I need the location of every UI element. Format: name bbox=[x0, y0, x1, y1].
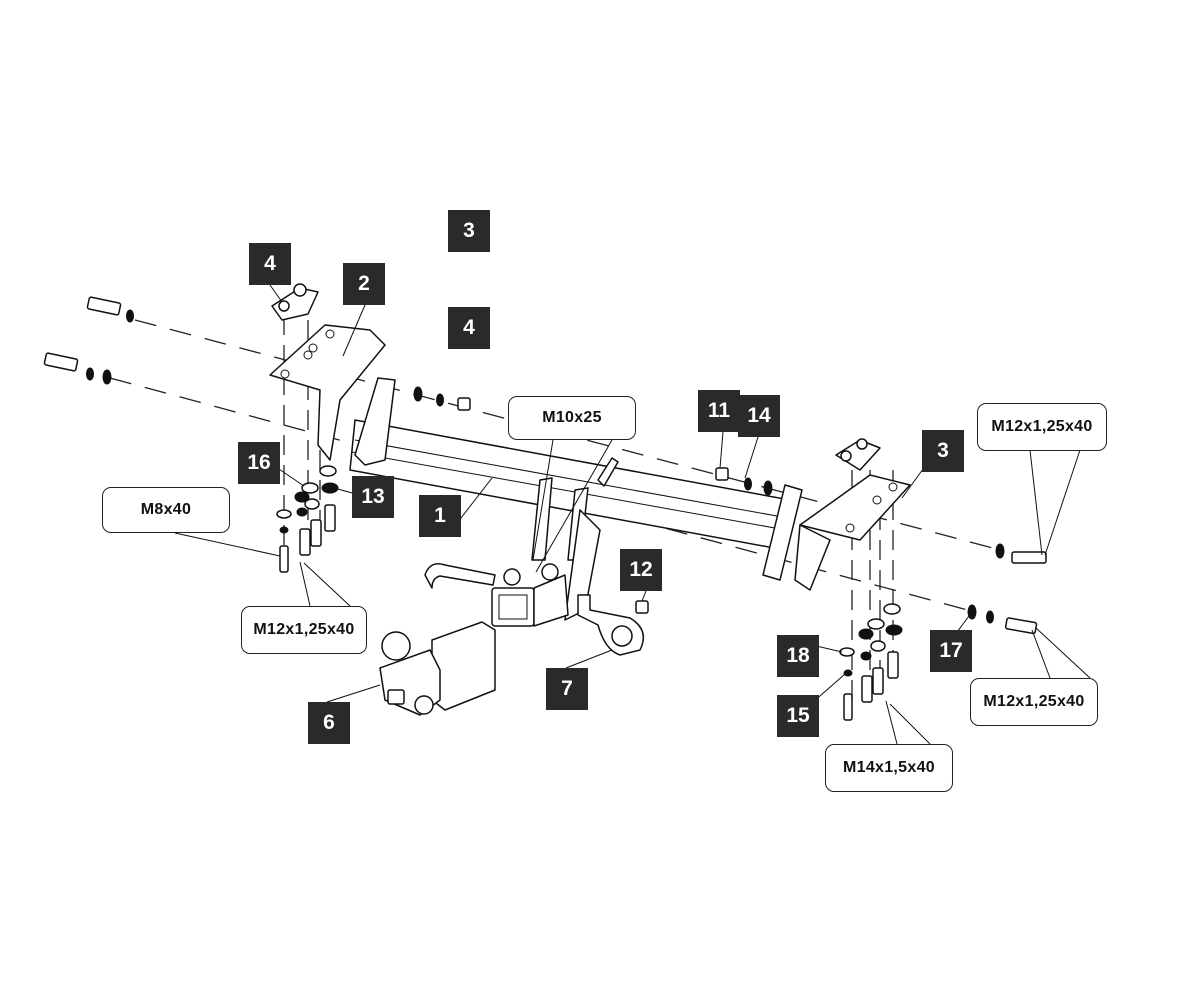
beam-bolt-right bbox=[715, 467, 773, 496]
bracket-left bbox=[269, 324, 386, 461]
callout-m12-left: M12x1,25x40 bbox=[241, 606, 367, 654]
left-upper-bolt bbox=[86, 296, 134, 323]
left-fastener-stack bbox=[276, 465, 339, 573]
part-label-3-right: 3 bbox=[922, 430, 964, 472]
socket-plate bbox=[577, 594, 645, 656]
callout-m14: M14x1,5x40 bbox=[825, 744, 953, 792]
part-label-13: 13 bbox=[352, 476, 394, 518]
part-label-6: 6 bbox=[308, 702, 350, 744]
part-label-12: 12 bbox=[620, 549, 662, 591]
part-label-7: 7 bbox=[546, 668, 588, 710]
right-upper-bolt bbox=[995, 543, 1047, 564]
callout-m12-right-top: M12x1,25x40 bbox=[977, 403, 1107, 451]
bracket-right bbox=[794, 438, 911, 591]
hitch-pin bbox=[424, 563, 496, 589]
part-label-11: 11 bbox=[698, 390, 740, 432]
clamp-plate-left bbox=[271, 283, 319, 321]
hitch-receiver bbox=[491, 477, 601, 627]
callout-m8x40: M8x40 bbox=[102, 487, 230, 533]
right-fastener-stack bbox=[839, 603, 903, 721]
part-label-16: 16 bbox=[238, 442, 280, 484]
chain-link bbox=[597, 457, 619, 487]
beam-bolt-left bbox=[413, 386, 471, 411]
main-crossbar bbox=[349, 377, 803, 581]
socket-nut bbox=[635, 600, 649, 614]
part-label-15: 15 bbox=[777, 695, 819, 737]
part-label-4-top: 4 bbox=[448, 307, 490, 349]
left-lower-bolt bbox=[43, 352, 112, 385]
ball-mount bbox=[379, 621, 496, 716]
part-label-3-top: 3 bbox=[448, 210, 490, 252]
callout-m12-right-bottom: M12x1,25x40 bbox=[970, 678, 1098, 726]
callout-m10x25: M10x25 bbox=[508, 396, 636, 440]
right-lower-bolt bbox=[967, 604, 1038, 635]
part-label-18: 18 bbox=[777, 635, 819, 677]
part-label-4-left: 4 bbox=[249, 243, 291, 285]
part-label-14: 14 bbox=[738, 395, 780, 437]
part-label-2: 2 bbox=[343, 263, 385, 305]
part-label-1: 1 bbox=[419, 495, 461, 537]
part-label-17: 17 bbox=[930, 630, 972, 672]
